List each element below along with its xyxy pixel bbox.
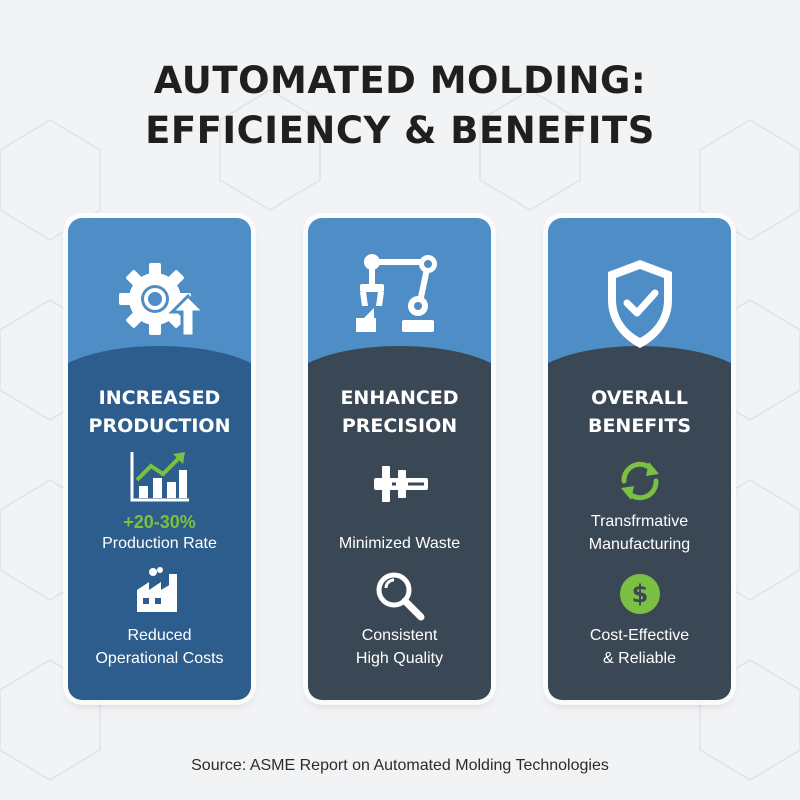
label-line-1: Cost-Effective (589, 627, 690, 644)
source-citation: Source: ASME Report on Automated Molding… (191, 757, 609, 774)
minimized-waste-label: Minimized Waste (338, 535, 461, 552)
page-title: AUTOMATED MOLDING: EFFICIENCY & BENEFITS (0, 56, 800, 156)
label-line-1: Consistent (361, 627, 438, 644)
label-line-2: Manufacturing (588, 536, 691, 553)
robotic-arm-icon (308, 254, 491, 354)
factory-icon (68, 566, 251, 614)
card-overall-benefits: OVERALL BENEFITS Transfrmative Manufactu… (548, 218, 731, 700)
heading-line-1: INCREASED (98, 387, 221, 409)
cost-effective-label: Cost-Effective & Reliable (548, 624, 731, 670)
card-heading: ENHANCED PRECISION (308, 384, 491, 440)
card-bottom-panel (68, 346, 251, 700)
bar-chart-trend-icon (68, 450, 251, 504)
card-heading: INCREASED PRODUCTION (68, 384, 251, 440)
production-rate-label: Production Rate (102, 535, 217, 552)
card-enhanced-precision: ENHANCED PRECISION Minimized Waste Consi… (308, 218, 491, 700)
heading-line-2: BENEFITS (587, 415, 692, 437)
heading-line-2: PRODUCTION (88, 415, 231, 437)
refresh-cycle-icon (548, 456, 731, 506)
label-line-1: Reduced (127, 627, 192, 644)
label-line-2: High Quality (355, 650, 444, 667)
production-rate-stat: +20-30% (123, 512, 196, 532)
heading-line-1: ENHANCED (340, 387, 459, 409)
card-increased-production: INCREASED PRODUCTION +20-30% Production … (68, 218, 251, 700)
transformative-label: Transfrmative Manufacturing (548, 510, 731, 556)
dollar-coin-icon: $ (548, 572, 731, 616)
label-line-2: & Reliable (603, 650, 676, 667)
heading-line-2: PRECISION (341, 415, 458, 437)
caliper-icon (308, 464, 491, 504)
shield-check-icon (548, 254, 731, 354)
consistent-quality-label: Consistent High Quality (308, 624, 491, 670)
svg-text:$: $ (631, 580, 648, 608)
gear-arrow-up-icon (68, 254, 251, 354)
card-heading: OVERALL BENEFITS (548, 384, 731, 440)
reduced-costs-label: Reduced Operational Costs (68, 624, 251, 670)
heading-line-1: OVERALL (591, 387, 688, 409)
card-bottom-panel (308, 346, 491, 700)
label-line-2: Operational Costs (95, 650, 224, 667)
title-line-2: EFFICIENCY & BENEFITS (145, 109, 655, 152)
card-bottom-panel (548, 346, 731, 700)
magnifier-icon (308, 570, 491, 622)
label-line-1: Transfrmative (590, 513, 689, 530)
title-line-1: AUTOMATED MOLDING: (153, 59, 647, 102)
